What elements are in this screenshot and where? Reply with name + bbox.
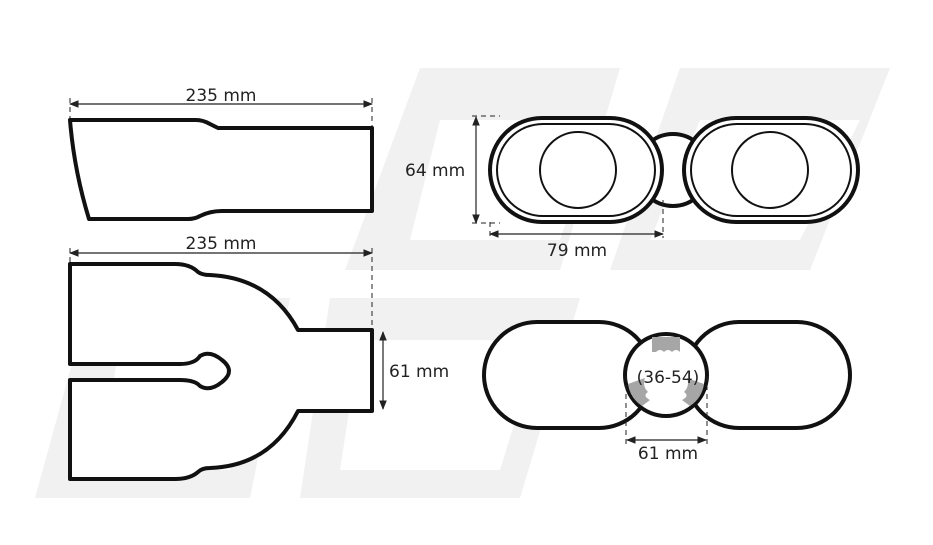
right-outlet-oval bbox=[682, 116, 860, 224]
left-outlet-oval bbox=[488, 116, 664, 224]
outlet-width-label: 79 mm bbox=[547, 241, 607, 261]
top-length-label: 235 mm bbox=[186, 234, 257, 254]
top-view-outline bbox=[68, 262, 374, 481]
right-outlet-inner-circle bbox=[731, 131, 809, 209]
clamp-jaws bbox=[628, 337, 704, 406]
rear-inlet-circle bbox=[623, 332, 709, 418]
rear-inlet-width-label: 61 mm bbox=[638, 444, 698, 464]
side-length-label: 235 mm bbox=[186, 86, 257, 106]
side-view-outline bbox=[68, 118, 374, 221]
inlet-diameter-range-label: (36-54) bbox=[637, 368, 700, 388]
inlet-width-label: 61 mm bbox=[389, 362, 449, 382]
rear-right-oval bbox=[684, 320, 852, 430]
left-outlet-inner-circle bbox=[539, 131, 617, 209]
outlet-height-label: 64 mm bbox=[405, 161, 465, 181]
